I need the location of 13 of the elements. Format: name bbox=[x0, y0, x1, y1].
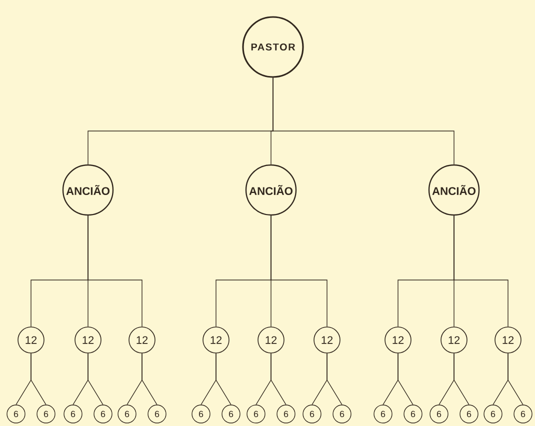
connector-line bbox=[272, 77, 454, 165]
connector-line bbox=[508, 353, 524, 405]
connector-line bbox=[454, 353, 470, 405]
connector-line bbox=[398, 353, 414, 405]
connector-line bbox=[216, 353, 232, 405]
connector-line bbox=[30, 353, 46, 405]
connector-line bbox=[142, 353, 158, 405]
connector-line bbox=[326, 353, 342, 405]
connector-line bbox=[88, 215, 142, 327]
connector-line bbox=[270, 353, 286, 405]
connector-line bbox=[88, 353, 104, 405]
connector-line bbox=[454, 215, 508, 327]
connector-line bbox=[270, 215, 328, 327]
